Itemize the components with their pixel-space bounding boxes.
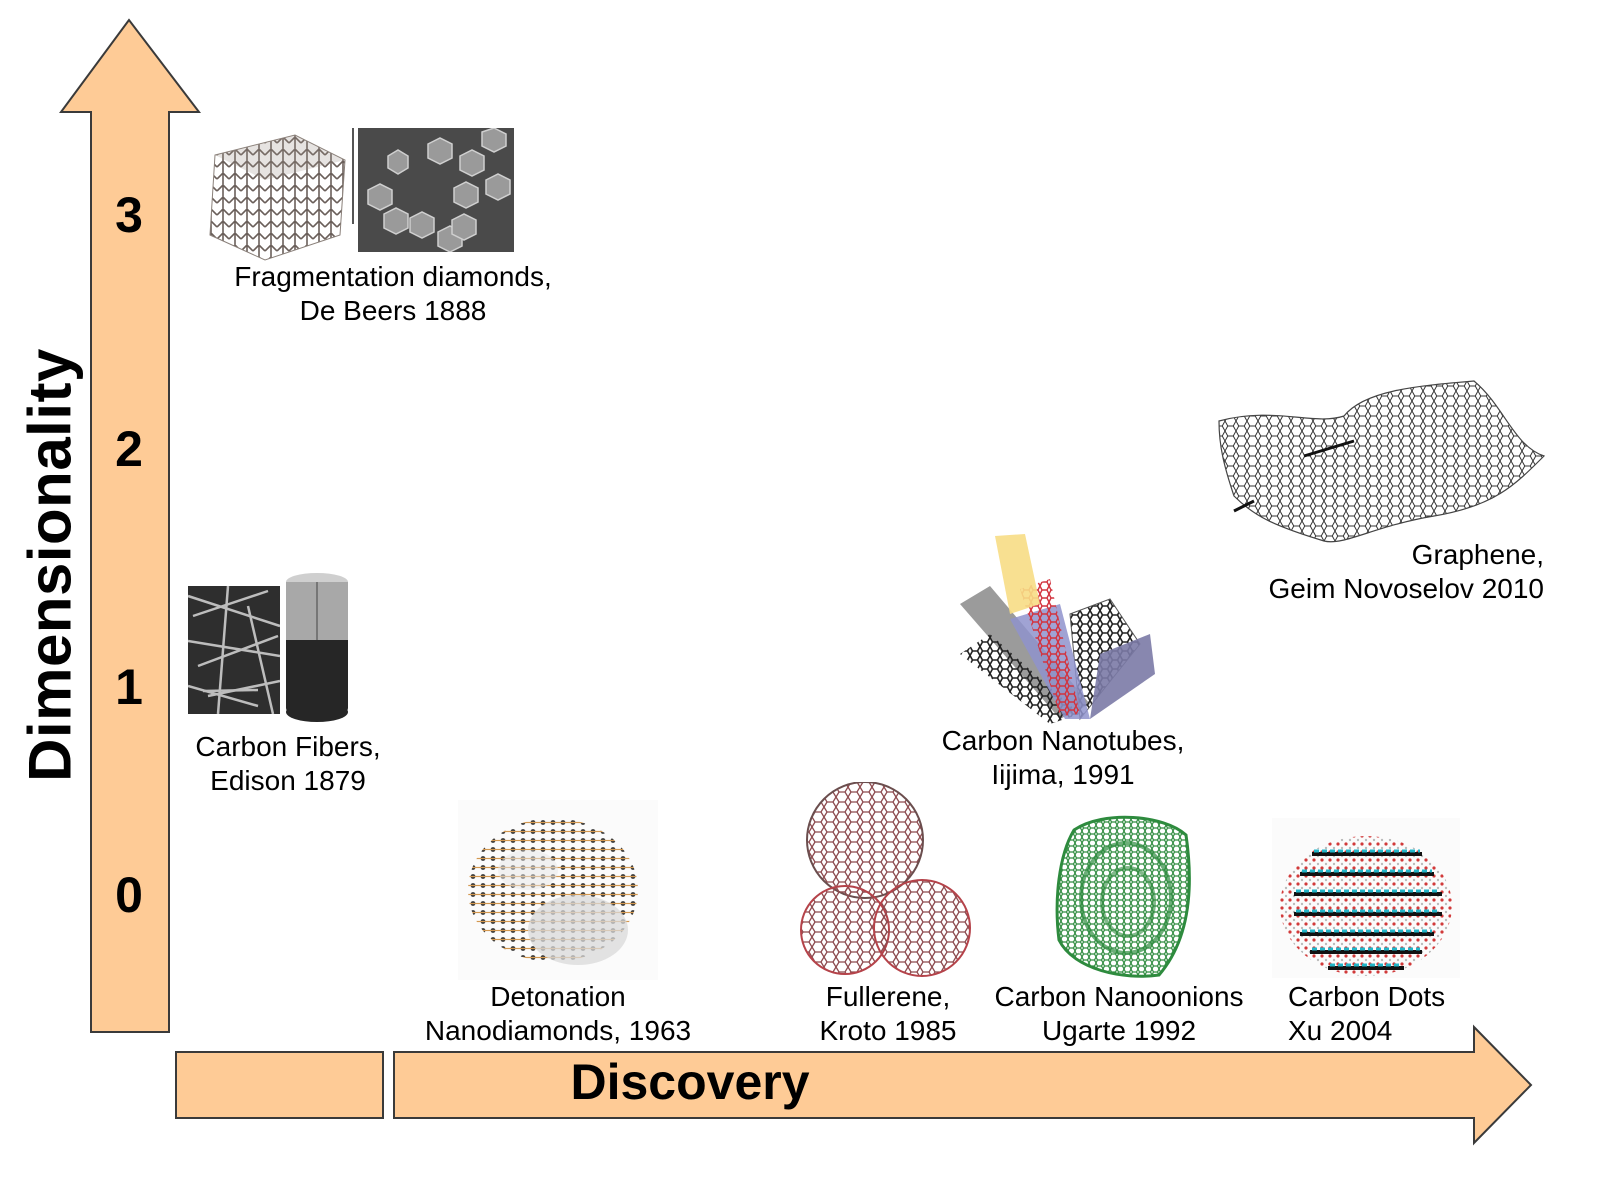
label-line-1: Carbon Fibers, [195,731,381,762]
y-tick-1: 1 [115,659,143,715]
label-line-2: Iijima, 1991 [991,759,1135,790]
label-graphene: Graphene, Geim Novoselov 2010 [1240,538,1544,606]
graphene-sheet-image [1218,380,1546,543]
label-fragmentation-diamonds: Fragmentation diamonds, De Beers 1888 [222,260,564,328]
label-carbon-fibers: Carbon Fibers, Edison 1879 [186,730,390,798]
label-fullerene: Fullerene, Kroto 1985 [806,980,970,1048]
label-line-2: De Beers 1888 [299,295,487,326]
label-line-1: Graphene, [1411,539,1544,570]
carbon-fiber-micrograph-image [188,586,280,714]
y-tick-0: 0 [115,867,143,923]
diamond-lattice-image [209,134,346,261]
nanotube-bundle-image [960,534,1155,724]
fullerene-spheres-image [800,782,971,977]
label-line-2: Kroto 1985 [819,1015,957,1046]
nanodiamond-molecule-image [458,800,658,980]
label-line-1: Detonation [490,981,626,1012]
y-tick-3: 3 [115,187,143,243]
carbon-fiber-cylinder-image [286,573,348,722]
x-axis-title: Discovery [570,1054,810,1110]
image-divider [352,128,354,224]
x-axis-arrow [393,1024,1533,1146]
label-line-2: Geim Novoselov 2010 [1268,573,1544,604]
label-line-2: Ugarte 1992 [1041,1015,1197,1046]
label-line-1: Carbon Nanotubes, [941,725,1185,756]
label-detonation-nanodiamonds: Detonation Nanodiamonds, 1963 [408,980,708,1048]
label-line-2: Edison 1879 [210,765,366,796]
label-line-1: Carbon Dots [1288,981,1446,1012]
label-carbon-nanoonions: Carbon Nanoonions Ugarte 1992 [984,980,1254,1048]
diamond-crystals-image [358,128,514,252]
nanoonion-image [1055,815,1191,978]
label-line-1: Carbon Nanoonions [994,981,1244,1012]
label-line-2: Xu 2004 [1288,1015,1393,1046]
label-carbon-nanotubes: Carbon Nanotubes, Iijima, 1991 [928,724,1198,792]
label-line-1: Fragmentation diamonds, [234,261,552,292]
y-axis-title: Dimensionality [16,348,84,782]
y-tick-2: 2 [115,421,143,477]
y-axis-arrow [59,18,202,1033]
label-line-1: Fullerene, [825,981,951,1012]
carbon-dot-image [1272,818,1460,978]
label-carbon-dots: Carbon Dots Xu 2004 [1288,980,1472,1048]
x-axis-segment-left [175,1051,384,1119]
label-line-2: Nanodiamonds, 1963 [424,1015,692,1046]
